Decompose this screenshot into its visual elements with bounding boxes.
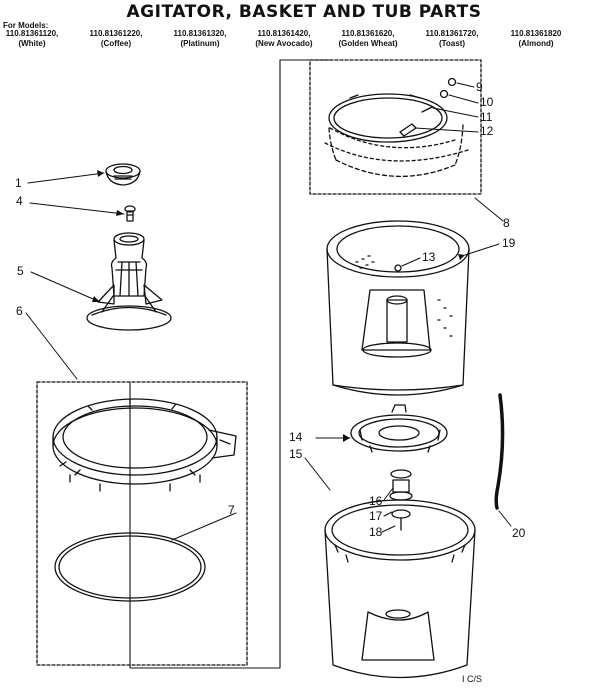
model-entry: 110.81361220,(Coffee) [89,29,143,48]
callout-8: 8 [503,216,510,230]
callout-13: 13 [422,250,436,264]
cover-fasteners [399,77,457,137]
tub-cover-ring [324,93,469,177]
agitator-bolt [124,205,136,222]
outer-tub [324,499,476,679]
callout-4: 4 [16,194,23,208]
callout-7: 7 [228,503,235,517]
model-entry: 110.81361820(Almond) [510,29,562,48]
callout-9: 9 [476,80,483,94]
callout-19: 19 [502,236,516,250]
callout-16: 16 [369,494,383,508]
callout-14: 14 [289,430,303,444]
callout-18: 18 [369,525,383,539]
model-entry: 110.81361120,(White) [5,29,59,48]
drain-hose [494,393,505,510]
leader-lines [25,82,512,541]
callout-11: 11 [480,110,493,124]
tub-ring-assembly-box [36,381,248,666]
assembly-connector-line [129,59,331,669]
model-entry: 110.81361320,(Platinum) [173,29,227,48]
diagram-title: AGITATOR, BASKET AND TUB PARTS [126,2,482,22]
wash-basket [326,220,470,396]
callout-1: 1 [15,176,22,190]
agitator [86,232,172,331]
callout-5: 5 [17,264,24,278]
model-entry: 110.81361620,(Golden Wheat) [338,29,398,48]
callout-20: 20 [512,526,526,540]
models-list: 110.81361120,(White) 110.81361220,(Coffe… [0,29,608,51]
for-models-label: For Models: [3,21,49,30]
model-entry: 110.81361720,(Toast) [425,29,479,48]
callout-17: 17 [369,509,383,523]
drive-plate [350,404,448,453]
arrowheads [92,170,465,442]
callout-10: 10 [480,95,494,109]
callout-12: 12 [480,124,494,138]
model-entry: 110.81361420,(New Avocado) [255,29,313,48]
agitator-cap [105,163,141,186]
callout-6: 6 [16,304,23,318]
footer-mark: I C/S [462,674,483,684]
tub-seal [54,532,206,602]
tub-ring [52,398,237,492]
tub-cover-box [309,59,482,195]
callout-15: 15 [289,447,303,461]
